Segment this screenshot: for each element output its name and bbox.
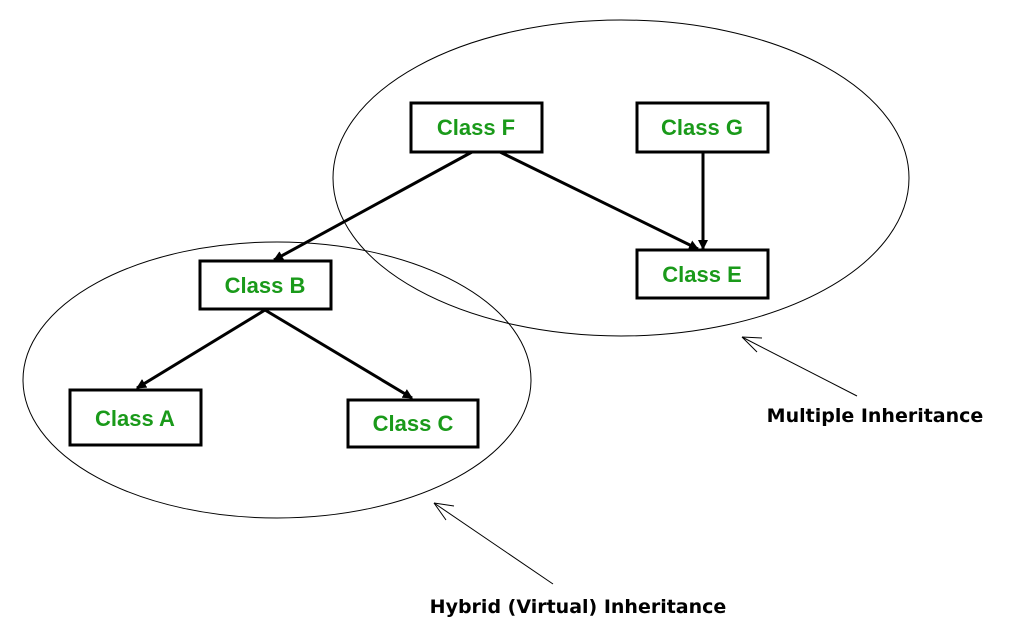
arrow-f-to-b — [273, 150, 473, 262]
class-b-label: Class B — [225, 273, 306, 298]
hybrid-inheritance-caption: Hybrid (Virtual) Inheritance — [430, 596, 727, 618]
class-c-label: Class C — [373, 411, 454, 436]
arrow-b-to-a — [136, 308, 266, 390]
class-e-label: Class E — [662, 262, 742, 287]
class-g-label: Class G — [661, 115, 743, 140]
class-f-label: Class F — [437, 115, 515, 140]
class-a-label: Class A — [95, 406, 175, 431]
hybrid-inheritance-ellipse — [22, 241, 532, 519]
multiple-inheritance-caption: Multiple Inheritance — [767, 405, 984, 427]
class-g-node: Class G — [635, 101, 770, 154]
arrow-b-to-c — [264, 308, 413, 400]
class-f-node: Class F — [409, 101, 544, 154]
hybrid-inheritance-pointer — [433, 502, 554, 585]
class-a-node: Class A — [68, 388, 203, 447]
multiple-inheritance-ellipse — [332, 19, 910, 337]
arrow-f-to-e — [499, 150, 699, 251]
class-c-node: Class C — [346, 398, 480, 449]
multiple-inheritance-pointer — [741, 336, 858, 397]
class-e-node: Class E — [635, 248, 770, 300]
class-b-node: Class B — [198, 259, 333, 311]
